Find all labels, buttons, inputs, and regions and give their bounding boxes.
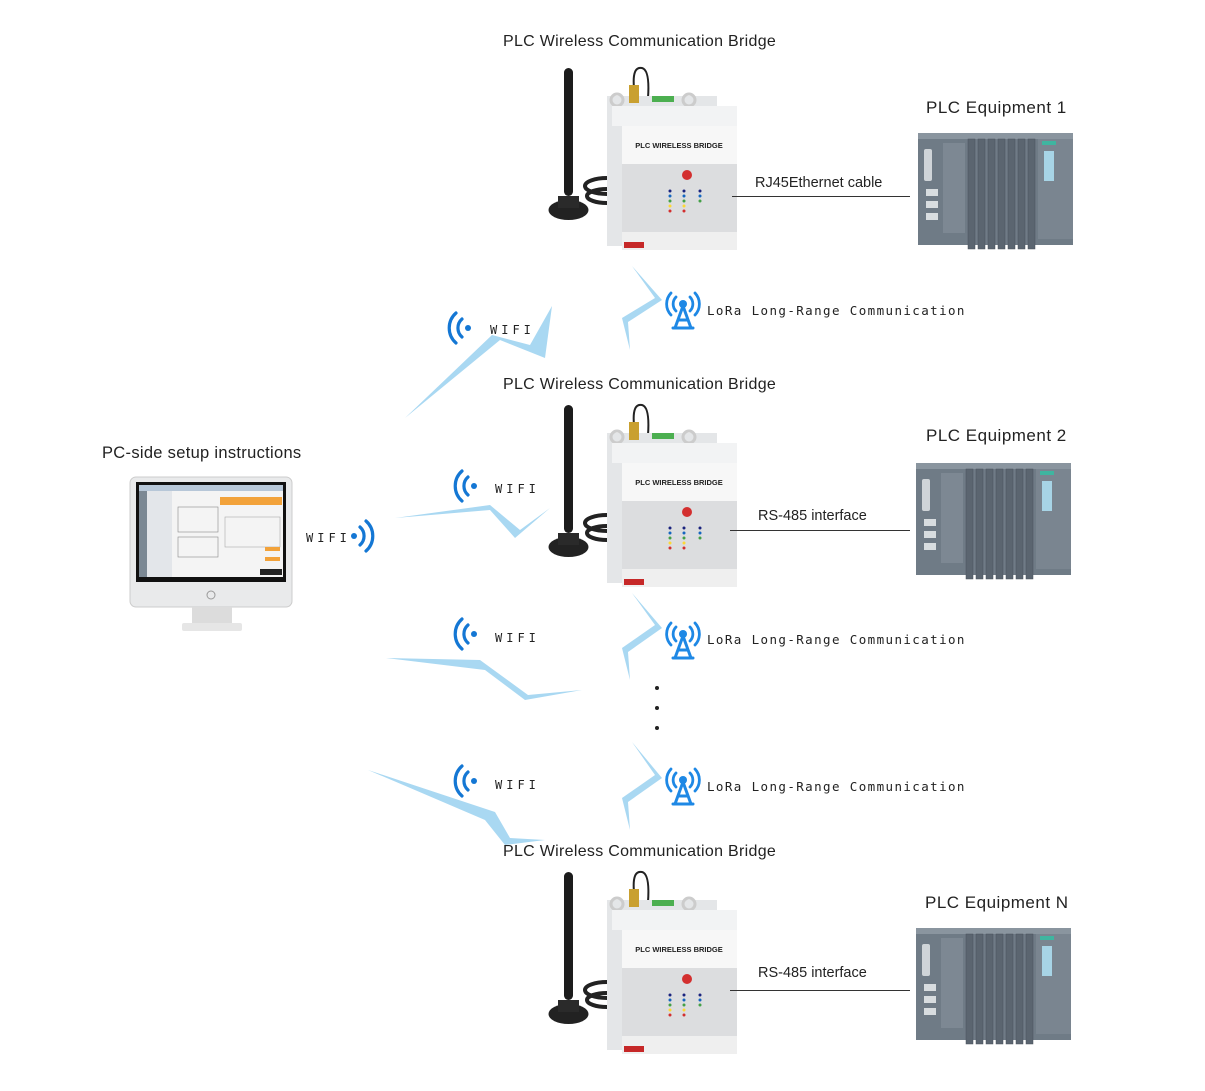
lora-link-2-label: LoRa Long-Range Communication	[707, 632, 966, 647]
wifi-signal-icon	[349, 519, 375, 553]
bridge-n-connection-line	[730, 990, 910, 991]
wifi-link-1-label: WIFI	[490, 323, 535, 337]
wifi-bolt-3	[386, 658, 582, 700]
equipment-n-image	[915, 927, 1072, 1045]
wifi-signal-icon	[453, 617, 479, 651]
bridge-2-connection-label: RS-485 interface	[758, 508, 867, 524]
wifi-signal-icon	[453, 764, 479, 798]
ellipsis-dot	[655, 726, 659, 730]
bridge-1-connection-label: RJ45Ethernet cable	[755, 175, 883, 191]
lora-tower-icon	[665, 767, 701, 806]
bridge-2-device-image: PLC WIRELESS BRIDGE	[546, 402, 739, 589]
wifi-link-2-label: WIFI	[495, 482, 540, 496]
bridge-1-connection-line	[732, 196, 910, 197]
wifi-bolt-2	[395, 505, 550, 538]
equipment-2-title: PLC Equipment 2	[926, 426, 1067, 445]
lora-tower-icon	[665, 621, 701, 660]
equipment-1-title: PLC Equipment 1	[926, 98, 1067, 117]
lora-tower-icon	[665, 291, 701, 330]
bridge-1-device-image: PLC WIRELESS BRIDGE	[546, 65, 739, 252]
bridge-n-connection-label: RS-485 interface	[758, 965, 867, 981]
wifi-signal-icon	[447, 311, 473, 345]
bridge-2-device-label: PLC WIRELESS BRIDGE	[635, 478, 723, 487]
bridge-n-device-label: PLC WIRELESS BRIDGE	[635, 945, 723, 954]
ellipsis-dot	[655, 706, 659, 710]
wifi-bolt-4	[368, 770, 545, 845]
bridge-1-device-label: PLC WIRELESS BRIDGE	[635, 141, 723, 150]
bridge-n-device-image: PLC WIRELESS BRIDGE	[546, 869, 739, 1056]
equipment-1-image	[917, 132, 1074, 250]
lora-link-3-label: LoRa Long-Range Communication	[707, 779, 966, 794]
wifi-signal-icon	[453, 469, 479, 503]
lora-bolt-2	[622, 593, 662, 680]
pc-wifi-label: WIFI	[306, 531, 351, 545]
bridge-2-connection-line	[730, 530, 910, 531]
equipment-n-title: PLC Equipment N	[925, 893, 1069, 912]
bridge-n-title: PLC Wireless Communication Bridge	[503, 843, 777, 860]
wifi-link-4-label: WIFI	[495, 778, 540, 792]
pc-title: PC-side setup instructions	[102, 444, 302, 462]
lora-link-1-label: LoRa Long-Range Communication	[707, 303, 966, 318]
bridge-1-title: PLC Wireless Communication Bridge	[503, 33, 777, 50]
lora-bolt-1	[622, 266, 662, 350]
ellipsis-dot	[655, 686, 659, 690]
lora-bolt-3	[622, 742, 662, 830]
bridge-2-title: PLC Wireless Communication Bridge	[503, 376, 777, 393]
equipment-2-image	[915, 462, 1072, 580]
wifi-link-3-label: WIFI	[495, 631, 540, 645]
pc-monitor-image	[129, 476, 293, 631]
